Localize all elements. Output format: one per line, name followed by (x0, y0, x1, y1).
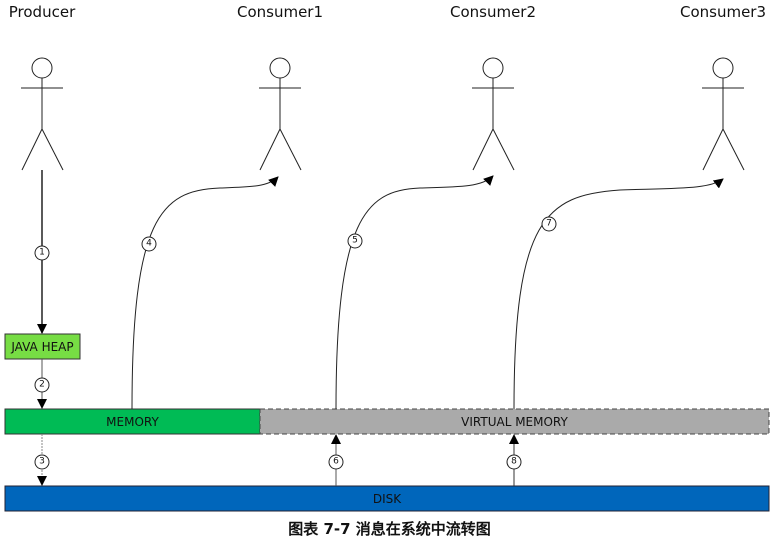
actor-label-consumer3: Consumer3 (679, 3, 767, 21)
actor-consumer2-figure (472, 57, 515, 171)
actor-label-consumer1: Consumer1 (236, 3, 324, 21)
step-marker-6: 6 (328, 454, 344, 470)
step-marker-7: 7 (541, 216, 557, 232)
actor-producer-figure (21, 57, 64, 171)
step-marker-4: 4 (141, 236, 157, 252)
step-marker-8: 8 (506, 454, 522, 470)
step-marker-1: 1 (34, 245, 50, 261)
arrow-step-7 (513, 178, 724, 410)
figure-caption: 图表 7-7 消息在系统中流转图 (288, 520, 491, 538)
actor-consumer1-figure (259, 57, 302, 171)
memory-label: MEMORY (106, 415, 159, 429)
arrow-step-5 (335, 175, 494, 410)
step-marker-3: 3 (34, 454, 50, 470)
actor-label-consumer2: Consumer2 (449, 3, 537, 21)
step-marker-2: 2 (34, 377, 50, 393)
step-marker-5: 5 (347, 233, 363, 249)
actor-label-producer: Producer (8, 3, 76, 21)
java-heap-label: JAVA HEAP (11, 340, 74, 354)
disk-label: DISK (372, 492, 402, 506)
java-heap-box (4, 333, 81, 360)
arrow-step-4 (131, 176, 279, 410)
actor-consumer3-figure (702, 57, 745, 171)
virtual-memory-box (259, 408, 770, 435)
disk-box (4, 485, 770, 512)
virtual-memory-label: VIRTUAL MEMORY (461, 415, 568, 429)
